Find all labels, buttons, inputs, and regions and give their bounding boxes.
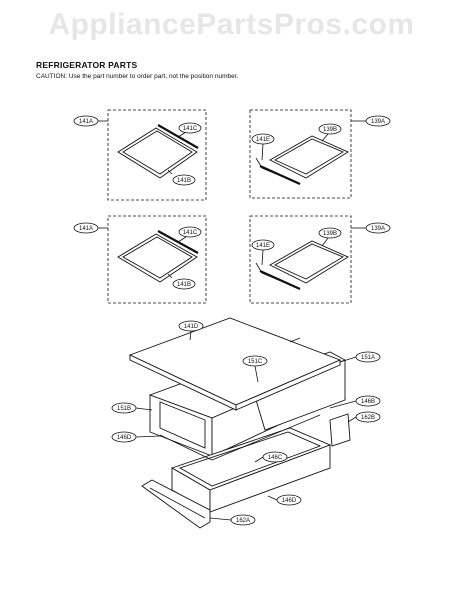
callout-146b: 146B [361,399,375,405]
callout-141e: 141E [256,137,270,143]
callout-139a: 139A [371,119,385,125]
callout-141a-2: 141A [79,226,93,232]
callout-151c: 151C [248,359,263,365]
callout-139b: 139B [323,127,337,133]
watermark-logo: AppliancePartsPros.com [48,8,415,41]
panel-shelf-141a-top: 141A 141C 141B [73,109,207,201]
callout-162a: 162A [236,518,250,524]
callout-151b: 151B [117,406,131,412]
callout-141c: 141C [183,126,198,132]
callout-162b: 162B [361,415,375,421]
callout-146d-2: 146D [282,498,297,504]
callout-141e-2: 141E [256,243,270,249]
callout-141d: 141D [184,324,199,330]
panel-shelf-139a-top: 139A 139B 141E [249,109,391,199]
callout-141a: 141A [79,119,93,125]
crisper-drawer-assembly: 141D 151C 151A 151B 146B 162B 146D 146C … [111,317,381,529]
callout-146c: 146C [268,455,283,461]
panel-shelf-141a-middle: 141A 141C 141B [73,215,207,304]
diagram-title: REFRIGERATOR PARTS [36,60,138,70]
callout-151a: 151A [361,355,375,361]
caution-note: CAUTION: Use the part number to order pa… [36,73,239,80]
callout-141b: 141B [177,178,191,184]
callout-141b-2: 141B [177,282,191,288]
callout-139b-2: 139B [323,231,337,237]
panel-shelf-139a-middle: 139A 139B 141E [249,215,391,304]
callout-141c-2: 141C [183,230,198,236]
callout-146d: 146D [117,435,132,441]
callout-139a-2: 139A [371,226,385,232]
